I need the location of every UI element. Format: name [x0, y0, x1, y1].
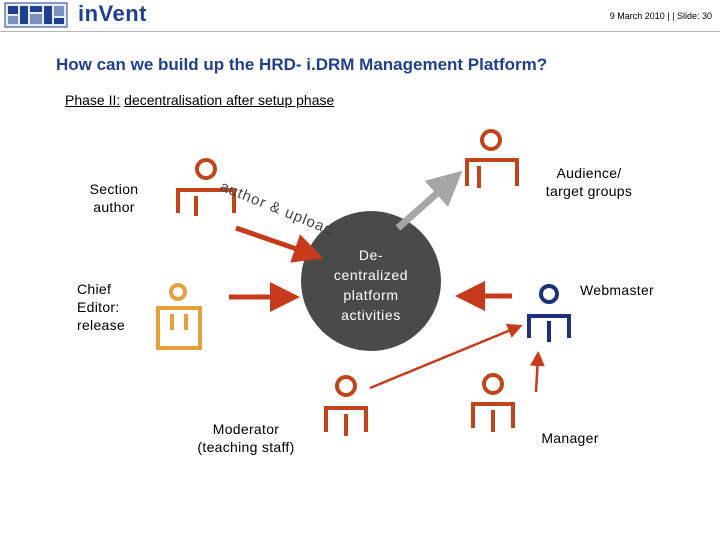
section-author-label: Section author: [68, 180, 160, 216]
section-author-line1: Section: [89, 181, 139, 197]
platform-label-line3: platform: [343, 287, 399, 303]
person-icon: [465, 129, 519, 188]
arrow-author-to-platform: [235, 225, 324, 263]
person-icon: [324, 375, 368, 436]
section-author-line2: author: [93, 199, 135, 215]
audience-label: Audience/ target groups: [529, 164, 649, 200]
chief-editor-line2: Editor:: [77, 299, 120, 315]
arrow-platform-to-audience: [395, 170, 463, 231]
phase-text: decentralisation after setup phase: [124, 92, 335, 108]
logo-text: inVent: [78, 1, 148, 26]
header-divider: [0, 31, 720, 32]
platform-label-line2: centralized: [333, 267, 409, 283]
slide-info: 9 March 2010 | | Slide: 30: [609, 11, 712, 21]
phase-subtitle: Phase II: decentralisation after setup p…: [65, 92, 334, 108]
manager-label: Manager: [541, 430, 599, 446]
audience-line1: Audience/: [556, 165, 622, 181]
moderator-line1: Moderator: [212, 421, 280, 437]
platform-label-line1: De-: [358, 247, 384, 263]
page-title: How can we build up the HRD- i.DRM Manag…: [56, 55, 548, 74]
moderator-line2: (teaching staff): [197, 439, 295, 455]
arrow-moderator-to-webmaster: [369, 323, 523, 390]
moderator-label: Moderator (teaching staff): [176, 420, 316, 456]
logo-emblem-icon: [4, 2, 68, 28]
platform-label: De- centralized platform activities: [311, 245, 431, 325]
person-icon: [527, 284, 571, 342]
phase-prefix: Phase II:: [65, 92, 121, 108]
chief-editor-line1: Chief: [77, 281, 112, 297]
person-icon: [176, 158, 236, 216]
platform-label-line4: activities: [341, 307, 401, 323]
chief-editor-label: Chief Editor: release: [77, 280, 167, 334]
webmaster-label: Webmaster: [579, 282, 655, 298]
chief-editor-line3: release: [77, 317, 126, 333]
person-icon: [471, 373, 515, 432]
audience-line2: target groups: [545, 183, 633, 199]
person-icon: [156, 283, 202, 350]
arrow-manager-to-webmaster: [529, 351, 545, 393]
platform-circle: [301, 211, 441, 351]
